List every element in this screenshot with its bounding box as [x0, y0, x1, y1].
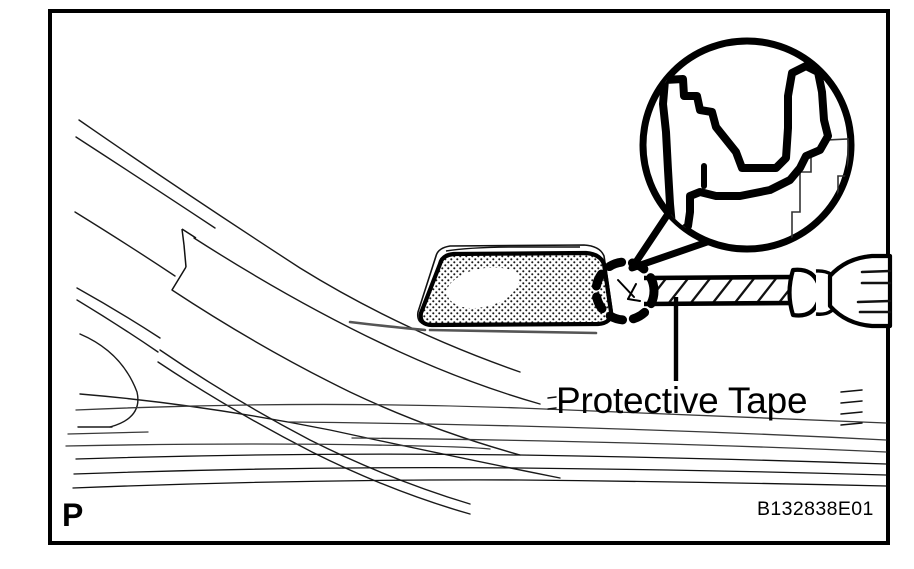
- protective-tape: [416, 244, 614, 328]
- highlight-inner-marks: [617, 279, 641, 302]
- protective-tape-label: Protective Tape: [556, 380, 808, 421]
- label-side-ticks: [547, 389, 863, 426]
- figure-code: B132838E01: [757, 498, 874, 520]
- page-mark: P: [62, 497, 84, 533]
- body-panel-lines: [74, 119, 561, 515]
- cable-boot: [787, 253, 893, 329]
- bracket-detail: [171, 228, 197, 291]
- dashed-highlight-circle: [591, 257, 659, 325]
- lower-panel-lines: [65, 403, 887, 453]
- cable: [643, 274, 797, 307]
- panel-seam-under-tape: [348, 320, 598, 335]
- lower-panel-lines-dark: [72, 453, 887, 489]
